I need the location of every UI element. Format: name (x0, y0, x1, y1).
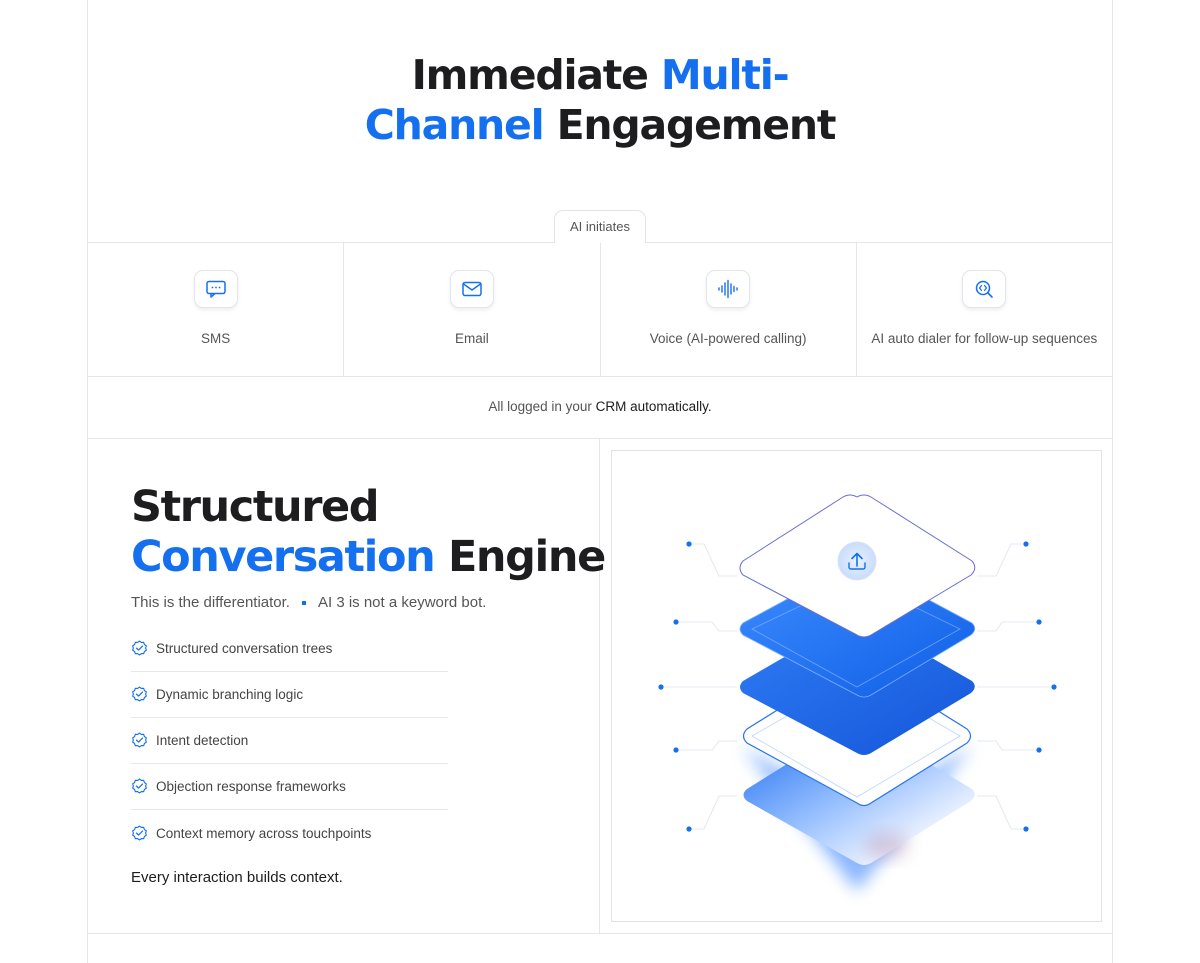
section-divider (599, 439, 600, 934)
share-badge-icon (837, 541, 877, 581)
divider (87, 438, 1113, 439)
crm-note: All logged in your CRM automatically. (87, 399, 1113, 414)
email-icon (449, 270, 494, 308)
check-badge-icon (132, 640, 147, 656)
divider (87, 376, 1113, 377)
feature-text: Structured conversation trees (156, 641, 333, 656)
check-badge-icon (132, 686, 147, 702)
check-badge-icon (132, 732, 147, 748)
channel-email: Email (344, 243, 601, 376)
engine-title: Structured Conversation Engine (131, 482, 606, 582)
list-item: Context memory across touchpoints (131, 810, 448, 856)
closing-statement: Every interaction builds context. (131, 869, 343, 886)
hero-title: Immediate Multi- Channel Engagement (0, 50, 1200, 150)
subline-left: This is the differentiator. (131, 594, 290, 611)
crm-note-prefix: All logged in your (488, 399, 596, 414)
subline-right: AI 3 is not a keyword bot. (317, 594, 487, 611)
channel-label: SMS (200, 331, 231, 346)
dialer-icon (962, 270, 1007, 308)
check-badge-icon (132, 778, 147, 794)
page-frame (87, 0, 1113, 963)
channel-dialer: AI auto dialer for follow-up sequences (857, 243, 1112, 376)
ai-initiates-tag: AI initiates (554, 210, 646, 243)
check-badge-icon (132, 825, 147, 840)
list-item: Intent detection (131, 718, 448, 764)
channel-label: Email (454, 331, 489, 346)
voice-icon (706, 270, 751, 308)
crm-note-strong: CRM automatically. (595, 399, 712, 414)
list-item: Objection response frameworks (131, 764, 448, 810)
layer-stack-graphic (658, 494, 1057, 891)
channel-label: Voice (AI-powered calling) (649, 331, 807, 346)
channel-label: AI auto dialer for follow-up sequences (871, 331, 1098, 346)
hero-title-part2: Engagement (543, 101, 837, 149)
channel-voice: Voice (AI-powered calling) (601, 243, 857, 376)
channel-sms: SMS (88, 243, 345, 376)
list-item: Dynamic branching logic (131, 672, 448, 718)
feature-text: Context memory across touchpoints (156, 825, 372, 841)
feature-text: Intent detection (156, 733, 249, 748)
engine-title-rest: Engine (434, 532, 606, 582)
engine-title-line1: Structured (131, 482, 380, 532)
engine-title-accent: Conversation (131, 532, 436, 582)
layer-stack-illustration (611, 450, 1102, 922)
hero-title-part1: Immediate (411, 51, 661, 99)
list-item: Structured conversation trees (131, 626, 448, 672)
channel-grid: SMS Email Voice (AI-powered calling) AI … (88, 243, 1112, 376)
feature-text: Objection response frameworks (156, 779, 346, 794)
hero-title-accent2: Channel (364, 101, 545, 149)
sms-icon (193, 270, 238, 308)
hero-title-accent1: Multi- (660, 51, 790, 99)
engine-subline: This is the differentiator. AI 3 is not … (131, 594, 486, 611)
separator-dot (301, 600, 306, 605)
feature-list: Structured conversation trees Dynamic br… (131, 626, 448, 856)
divider (87, 933, 1113, 934)
feature-text: Dynamic branching logic (156, 687, 304, 702)
